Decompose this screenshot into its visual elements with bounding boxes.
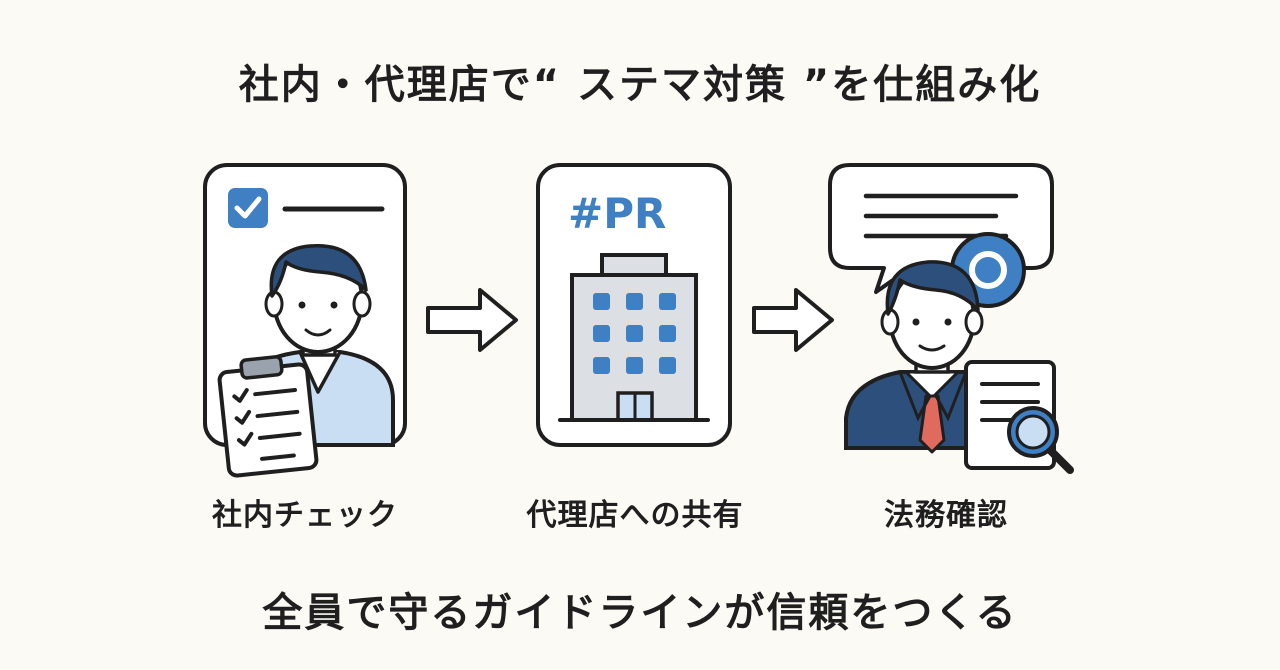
arrow-right-icon — [426, 288, 518, 352]
footer-tagline: 全員で守るガイドラインが信頼をつくる — [262, 590, 1018, 636]
magnifier-icon — [1007, 406, 1074, 474]
step-label-agency-share: 代理店への共有 — [526, 498, 744, 533]
agency-building-icon: #PR — [536, 163, 732, 447]
clipboard-icon — [217, 355, 319, 478]
employee-checklist-icon — [203, 163, 407, 478]
page-title: 社内・代理店で“ ステマ対策 ”を仕組み化 — [238, 62, 1042, 108]
step-label-internal-check: 社内チェック — [212, 498, 398, 533]
legal-review-icon — [828, 163, 1074, 474]
step-label-legal-review: 法務確認 — [884, 498, 1008, 533]
pr-hashtag-badge: #PR — [568, 189, 666, 238]
arrow-right-icon — [752, 288, 834, 352]
checkbox-icon — [228, 188, 268, 228]
